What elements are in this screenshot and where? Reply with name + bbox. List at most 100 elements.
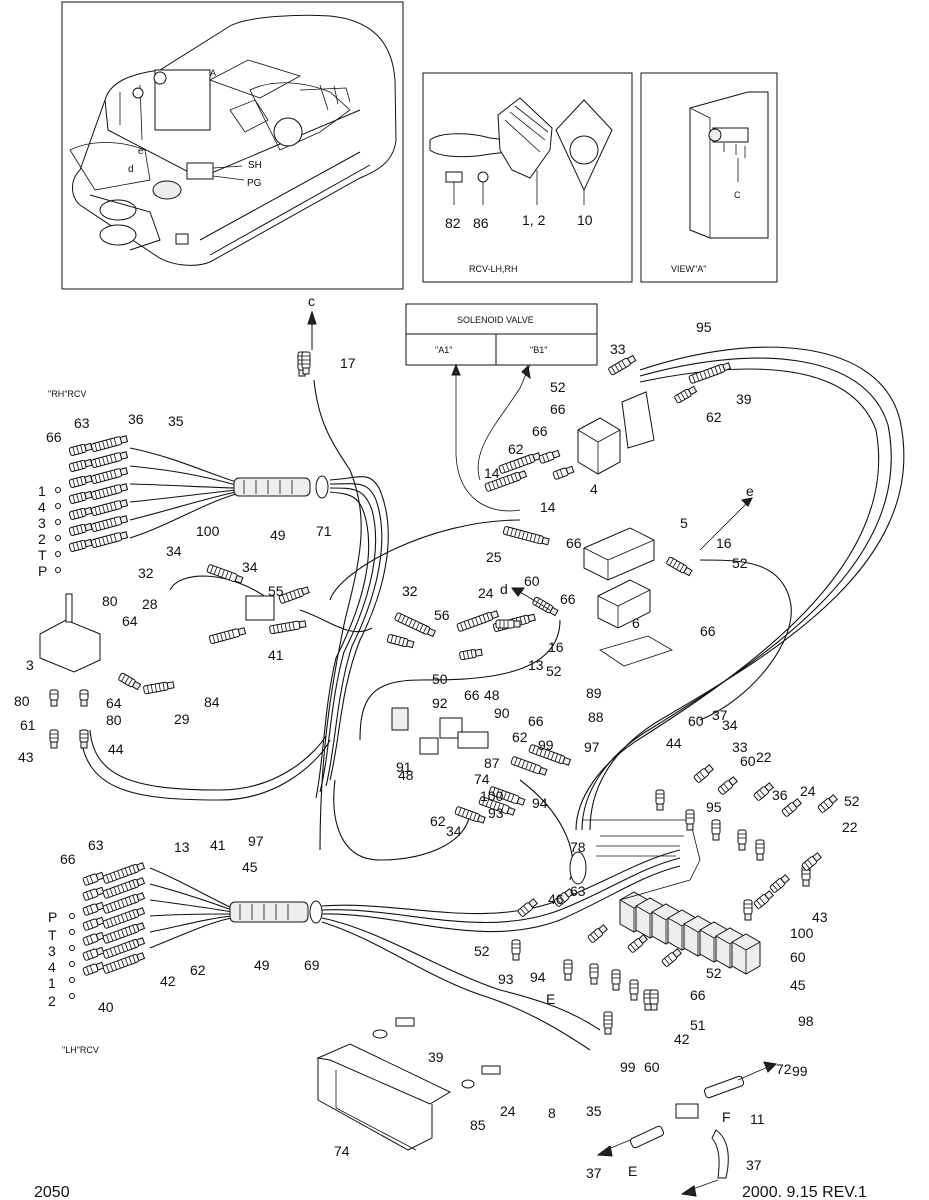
label-sh: SH — [248, 160, 262, 171]
hose-fitting — [781, 798, 802, 817]
lh-port-p: P — [48, 909, 57, 925]
part-callout: 36 — [772, 787, 788, 803]
part-callout: 34 — [722, 717, 738, 733]
part-callout: 29 — [174, 711, 190, 727]
view-a-c-label: C — [734, 190, 741, 200]
part-callout: 25 — [486, 549, 502, 565]
lh-port-t: T — [48, 927, 57, 943]
rh-port-t: T — [38, 547, 47, 563]
part-callout: 39 — [428, 1049, 444, 1065]
hose-fitting — [528, 744, 572, 766]
hose-fitting — [102, 877, 146, 899]
part-callout: 3 — [26, 657, 34, 673]
part-callout: 24 — [478, 585, 494, 601]
hose-fitting — [627, 934, 648, 953]
label-pg: PG — [247, 178, 262, 189]
o-ring — [69, 929, 75, 935]
part-callout: 34 — [446, 823, 462, 839]
part-callout: 52 — [732, 555, 748, 571]
part-callout: 78 — [570, 839, 586, 855]
hose-fitting — [817, 794, 838, 813]
part-callout: 66 — [690, 987, 706, 1003]
part-callout: 60 — [790, 949, 806, 965]
hose-fitting — [208, 627, 247, 644]
hose-fitting — [90, 435, 129, 452]
part-callout: 40 — [98, 999, 114, 1015]
part-callout: 97 — [248, 833, 264, 849]
o-ring — [55, 567, 61, 573]
part-callout: 99 — [792, 1063, 808, 1079]
part-callout: 37 — [746, 1157, 762, 1173]
hose-fitting — [517, 898, 538, 917]
part-callout: 66 — [464, 687, 480, 703]
part-callout: 52 — [706, 965, 722, 981]
part-callout: 52 — [546, 663, 562, 679]
part-callout: 13 — [528, 657, 544, 673]
part-callout: 93 — [488, 805, 504, 821]
part-callout: 66 — [550, 401, 566, 417]
part-callout: 84 — [204, 694, 220, 710]
hose-fitting — [661, 948, 682, 967]
part-callout: 72 — [776, 1061, 792, 1077]
part-callout: 22 — [842, 819, 858, 835]
part-callout: 28 — [142, 596, 158, 612]
part-callout: 92 — [432, 695, 448, 711]
part-callout: 62 — [512, 729, 528, 745]
part-callout: 62 — [508, 441, 524, 457]
hose-fitting — [206, 564, 244, 584]
hose-fitting — [118, 672, 142, 691]
hose-fitting — [82, 946, 105, 961]
part-callout: 33 — [610, 341, 626, 357]
hose-fitting — [456, 610, 500, 632]
lh-port-labels: P T 3 4 1 2 — [48, 909, 57, 1009]
hose-fitting — [743, 899, 753, 921]
part-callout: 60 — [740, 753, 756, 769]
hose-fitting — [649, 989, 659, 1011]
part-callout: 42 — [674, 1031, 690, 1047]
hose-fitting — [711, 819, 721, 841]
solenoid-b1: "B1" — [530, 345, 547, 355]
o-ring — [55, 551, 61, 557]
hose-fitting — [629, 979, 639, 1001]
part-callout: 22 — [756, 749, 772, 765]
part-callout: 64 — [106, 695, 122, 711]
hose-fitting — [769, 874, 790, 893]
part-callout: 87 — [484, 755, 500, 771]
hose-fitting — [68, 474, 93, 488]
part-callout: 37 — [586, 1165, 602, 1181]
hose-fitting — [685, 809, 695, 831]
part-callout: 69 — [304, 957, 320, 973]
part-callout: 95 — [706, 799, 722, 815]
hose-fitting — [394, 612, 436, 638]
hose-fitting — [278, 586, 310, 604]
part-callout: 33 — [732, 739, 748, 755]
hose-fitting — [82, 961, 105, 976]
rh-rcv-label: "RH"RCV — [48, 389, 86, 399]
part-callout: 66 — [528, 713, 544, 729]
hose-fitting — [484, 470, 528, 492]
part-callout: 52 — [550, 379, 566, 395]
hose-fitting — [587, 924, 608, 943]
hose-fitting — [90, 499, 129, 516]
hose-fitting — [532, 596, 559, 617]
lh-port-2: 2 — [48, 993, 56, 1009]
hose-fitting — [589, 963, 599, 985]
part-callout: 74 — [474, 771, 490, 787]
part-callout: 66 — [560, 591, 576, 607]
part-callout: 11 — [750, 1111, 765, 1127]
machine-overview-view: d e SH PG A — [61, 1, 404, 290]
part-callout: 63 — [570, 883, 586, 899]
part-callout: 66 — [700, 623, 716, 639]
page-number: 2050 — [34, 1184, 70, 1200]
hose-fitting — [82, 901, 105, 916]
part-callout: 89 — [586, 685, 602, 701]
part-callout: 35 — [168, 413, 184, 429]
part-callout: 60 — [688, 713, 704, 729]
part-callout: 48 — [398, 767, 414, 783]
part-callout: 56 — [434, 607, 450, 623]
part-callout: d — [500, 581, 508, 597]
part-callout: 66 — [60, 851, 76, 867]
label-d: d — [128, 164, 134, 175]
